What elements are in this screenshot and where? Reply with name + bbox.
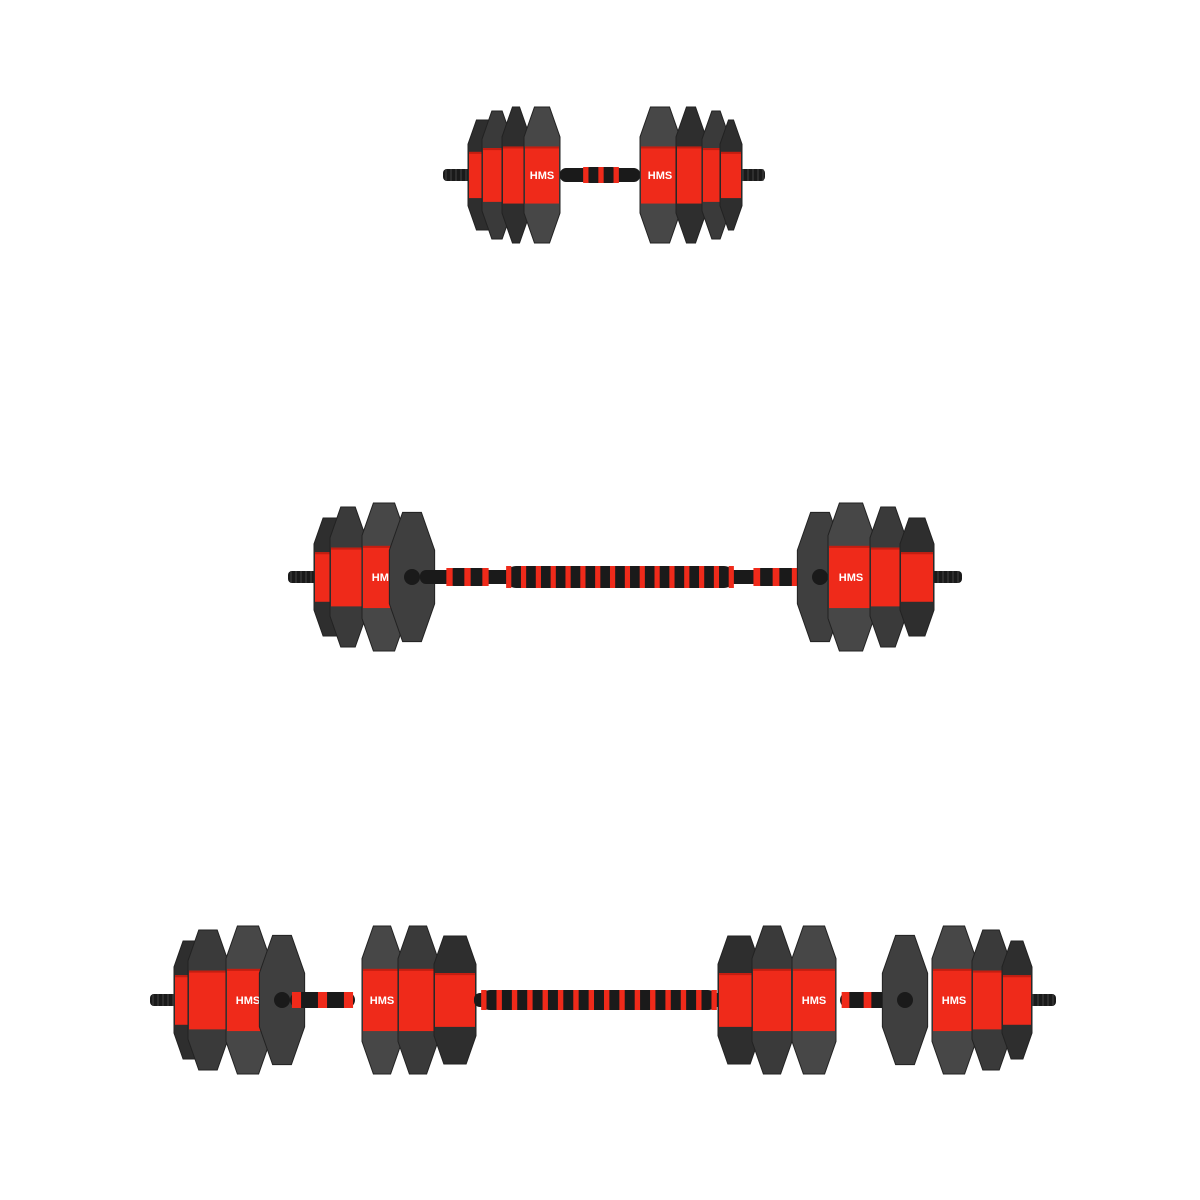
handle-grip-rib — [841, 992, 850, 1008]
handle-grip-rib — [588, 990, 595, 1010]
weight-plate: HMS — [791, 925, 837, 1075]
handle-grip-rib — [565, 566, 571, 588]
handle-grip-rib — [684, 566, 690, 588]
handle-grip-rib — [609, 566, 616, 588]
handle-grip-rib — [650, 990, 656, 1010]
plate-red-band — [363, 968, 401, 1032]
handle-grip-rib — [542, 990, 548, 1010]
handle-grip-rib — [506, 566, 512, 588]
brand-logo: HMS — [648, 170, 672, 182]
handle-grip-rib — [343, 992, 354, 1008]
plate-red-band — [525, 146, 559, 204]
plate-red-band — [331, 547, 365, 607]
handle-grip-rib — [573, 990, 579, 1010]
handle — [505, 566, 735, 588]
collar-nut — [897, 992, 913, 1008]
collar-nut — [274, 992, 290, 1008]
plate-red-band — [871, 547, 905, 607]
weight-plate: HMS — [931, 925, 977, 1075]
dumbbell-configuration: HMS HMS — [443, 106, 765, 244]
brand-logo: HMS — [839, 572, 863, 584]
handle-grip-rib — [713, 566, 720, 588]
handle — [480, 990, 718, 1010]
plate-red-band — [435, 973, 475, 1027]
threaded-bar-end — [930, 571, 962, 583]
weight-plate — [329, 506, 367, 648]
brand-logo: HMS — [530, 170, 554, 182]
weight-plate — [1001, 940, 1033, 1060]
handle-grip-rib — [639, 566, 645, 588]
handle-grip-rib — [613, 167, 619, 183]
weight-plate — [433, 935, 477, 1065]
plate-red-band — [829, 545, 873, 609]
handle-grip-rib — [527, 990, 533, 1010]
dumbbell-pair-configuration: HMS HMS HMS HMS — [150, 925, 1056, 1075]
handle-grip-rib — [580, 566, 586, 588]
plate-red-band — [753, 968, 791, 1032]
brand-logo: HMS — [236, 995, 260, 1007]
collar-nut — [812, 569, 828, 585]
threaded-bar-end — [443, 169, 472, 181]
handle-grip-rib — [511, 990, 518, 1010]
weight-plate — [501, 106, 531, 244]
brand-logo: HMS — [802, 995, 826, 1007]
handle-grip-rib — [535, 566, 541, 588]
plate-red-band — [677, 146, 705, 204]
weight-plate: HMS — [225, 925, 271, 1075]
collar-nut — [404, 569, 420, 585]
handle-grip-rib — [863, 992, 872, 1008]
handle-grip-rib — [595, 566, 601, 588]
weight-plate: HMS — [523, 106, 561, 244]
handle-grip-rib — [699, 566, 705, 588]
plate-red-band — [721, 151, 741, 199]
weight-plate — [751, 925, 793, 1075]
handle-grip-rib — [291, 992, 302, 1008]
handle-grip-rib — [680, 990, 687, 1010]
weight-plate: HMS — [827, 502, 875, 652]
handle-grip-rib — [753, 568, 761, 586]
plate-red-band — [189, 970, 227, 1030]
handle-grip-rib — [482, 568, 489, 586]
handle-grip-rib — [791, 568, 799, 586]
handle-grip-rib — [598, 167, 604, 183]
handle-grip-rib — [464, 568, 471, 586]
handle-grip-rib — [557, 990, 564, 1010]
weight-plate — [187, 929, 229, 1071]
handle-grip-rib — [728, 566, 734, 588]
handle-grip-rib — [696, 990, 702, 1010]
handle-grip-rib — [496, 990, 502, 1010]
plate-red-band — [901, 552, 933, 602]
brand-logo: HMS — [370, 995, 394, 1007]
handle-grip-rib — [634, 990, 641, 1010]
brand-logo: HMS — [942, 995, 966, 1007]
plate-red-band — [793, 968, 835, 1032]
handle-grip-rib — [772, 568, 780, 586]
handle-grip-rib — [550, 566, 556, 588]
handle-grip-rib — [669, 566, 675, 588]
handle-grip-rib — [624, 566, 631, 588]
handle-grip-rib — [481, 990, 487, 1010]
plate-red-band — [933, 968, 975, 1032]
plate-red-band — [399, 968, 437, 1032]
handle-grip-rib — [520, 566, 527, 588]
handle-grip-rib — [317, 992, 328, 1008]
handle-grip-rib — [654, 566, 660, 588]
handle-grip-rib — [603, 990, 610, 1010]
plate-red-band — [641, 146, 679, 204]
handle-grip-rib — [711, 990, 717, 1010]
plate-red-band — [1003, 975, 1031, 1025]
weight-plate — [899, 517, 935, 637]
handle-grip-rib — [619, 990, 625, 1010]
weight-plate: HMS — [639, 106, 681, 244]
handle-grip-rib — [583, 167, 589, 183]
weight-plate — [397, 925, 439, 1075]
handle-grip-rib — [446, 568, 453, 586]
weight-plate: HMS — [361, 925, 403, 1075]
weight-plate — [719, 119, 743, 231]
weight-plate — [675, 106, 707, 244]
handle-grip-rib — [665, 990, 671, 1010]
